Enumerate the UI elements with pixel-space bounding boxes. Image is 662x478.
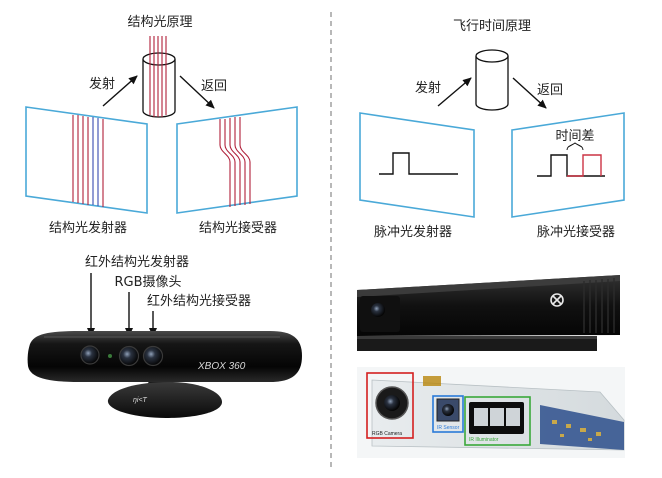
kinect-v1-ir-emitter [80,345,100,365]
kinect-v1-brand: XBOX 360 [197,361,246,372]
circuit-section [540,405,624,450]
kinect-v2-vent [583,278,615,333]
kinect-v2-stand [357,336,597,351]
time-diff-brace [566,142,584,151]
xbox-logo-icon [550,293,564,307]
pulse-emitter-label: 脉冲光发射器 [374,224,452,240]
tof-emit-label: 发射 [415,80,441,96]
structured-light-receiver-label: 结构光接受器 [199,220,277,236]
structured-light-receiver-panel [176,106,298,214]
return-arrow [179,75,215,109]
board-connector [423,376,441,386]
kinect-v1-base [107,382,222,418]
kinect-v1-rgb-camera [118,345,140,367]
pulse-receiver-panel [511,112,625,218]
tof-target-cylinder [475,49,509,111]
ir-sensor-highlight [432,395,464,433]
return-label: 返回 [201,79,227,94]
callout-rgb-camera: RGB摄像头 [114,275,181,290]
structured-light-emitter-panel [25,106,148,214]
tof-emit-arrow [437,77,472,107]
pulse-emitter-panel [359,112,475,218]
callout-ir-emitter: 红外结构光发射器 [85,254,189,270]
kinect-v2-camera [371,303,385,317]
structured-light-emitter-label: 结构光发射器 [49,220,127,236]
kinect-v1-led [108,354,112,358]
time-of-flight-diagram: 飞行时间原理 发射 返回 脉冲光发射器 时间差 脉冲光接受器 [359,19,625,240]
emitted-pulse [379,152,458,175]
structured-light-diagram: 结构光原理 发射 返回 [25,15,298,236]
tof-return-arrow [512,77,547,109]
kinect-v2-internal-board: RGB Camera IR Sensor IR Illuminator [357,367,625,458]
time-of-flight-title: 飞行时间原理 [453,19,531,34]
callout-ir-receiver: 红外结构光接受器 [147,293,251,309]
kinect-v1-body [27,331,302,382]
ir-sensor-board-label: IR Sensor [437,425,460,431]
base-brand-mark: ŋi<T [133,397,148,404]
structured-light-title: 结构光原理 [127,15,192,30]
returned-pulse [567,154,602,177]
time-diff-label: 时间差 [555,129,594,144]
kinect-v2-device [357,275,620,351]
ir-emitter-highlight [464,396,531,446]
kinect-v1-ir-receiver [142,345,164,367]
pulse-receiver-label: 脉冲光接受器 [537,224,615,240]
emit-label: 发射 [89,76,115,92]
emit-arrow [102,75,138,107]
tof-return-label: 返回 [537,83,563,98]
ir-emitter-board-label: IR Illuminator [469,437,499,443]
target-cylinder [142,36,176,118]
rgb-camera-highlight [366,372,414,439]
projected-stripes [149,36,167,117]
rgb-camera-board-label: RGB Camera [372,431,402,437]
kinect-v1-device: 红外结构光发射器 RGB摄像头 红外结构光接受器 ŋi<T XBOX 360 [27,254,302,418]
